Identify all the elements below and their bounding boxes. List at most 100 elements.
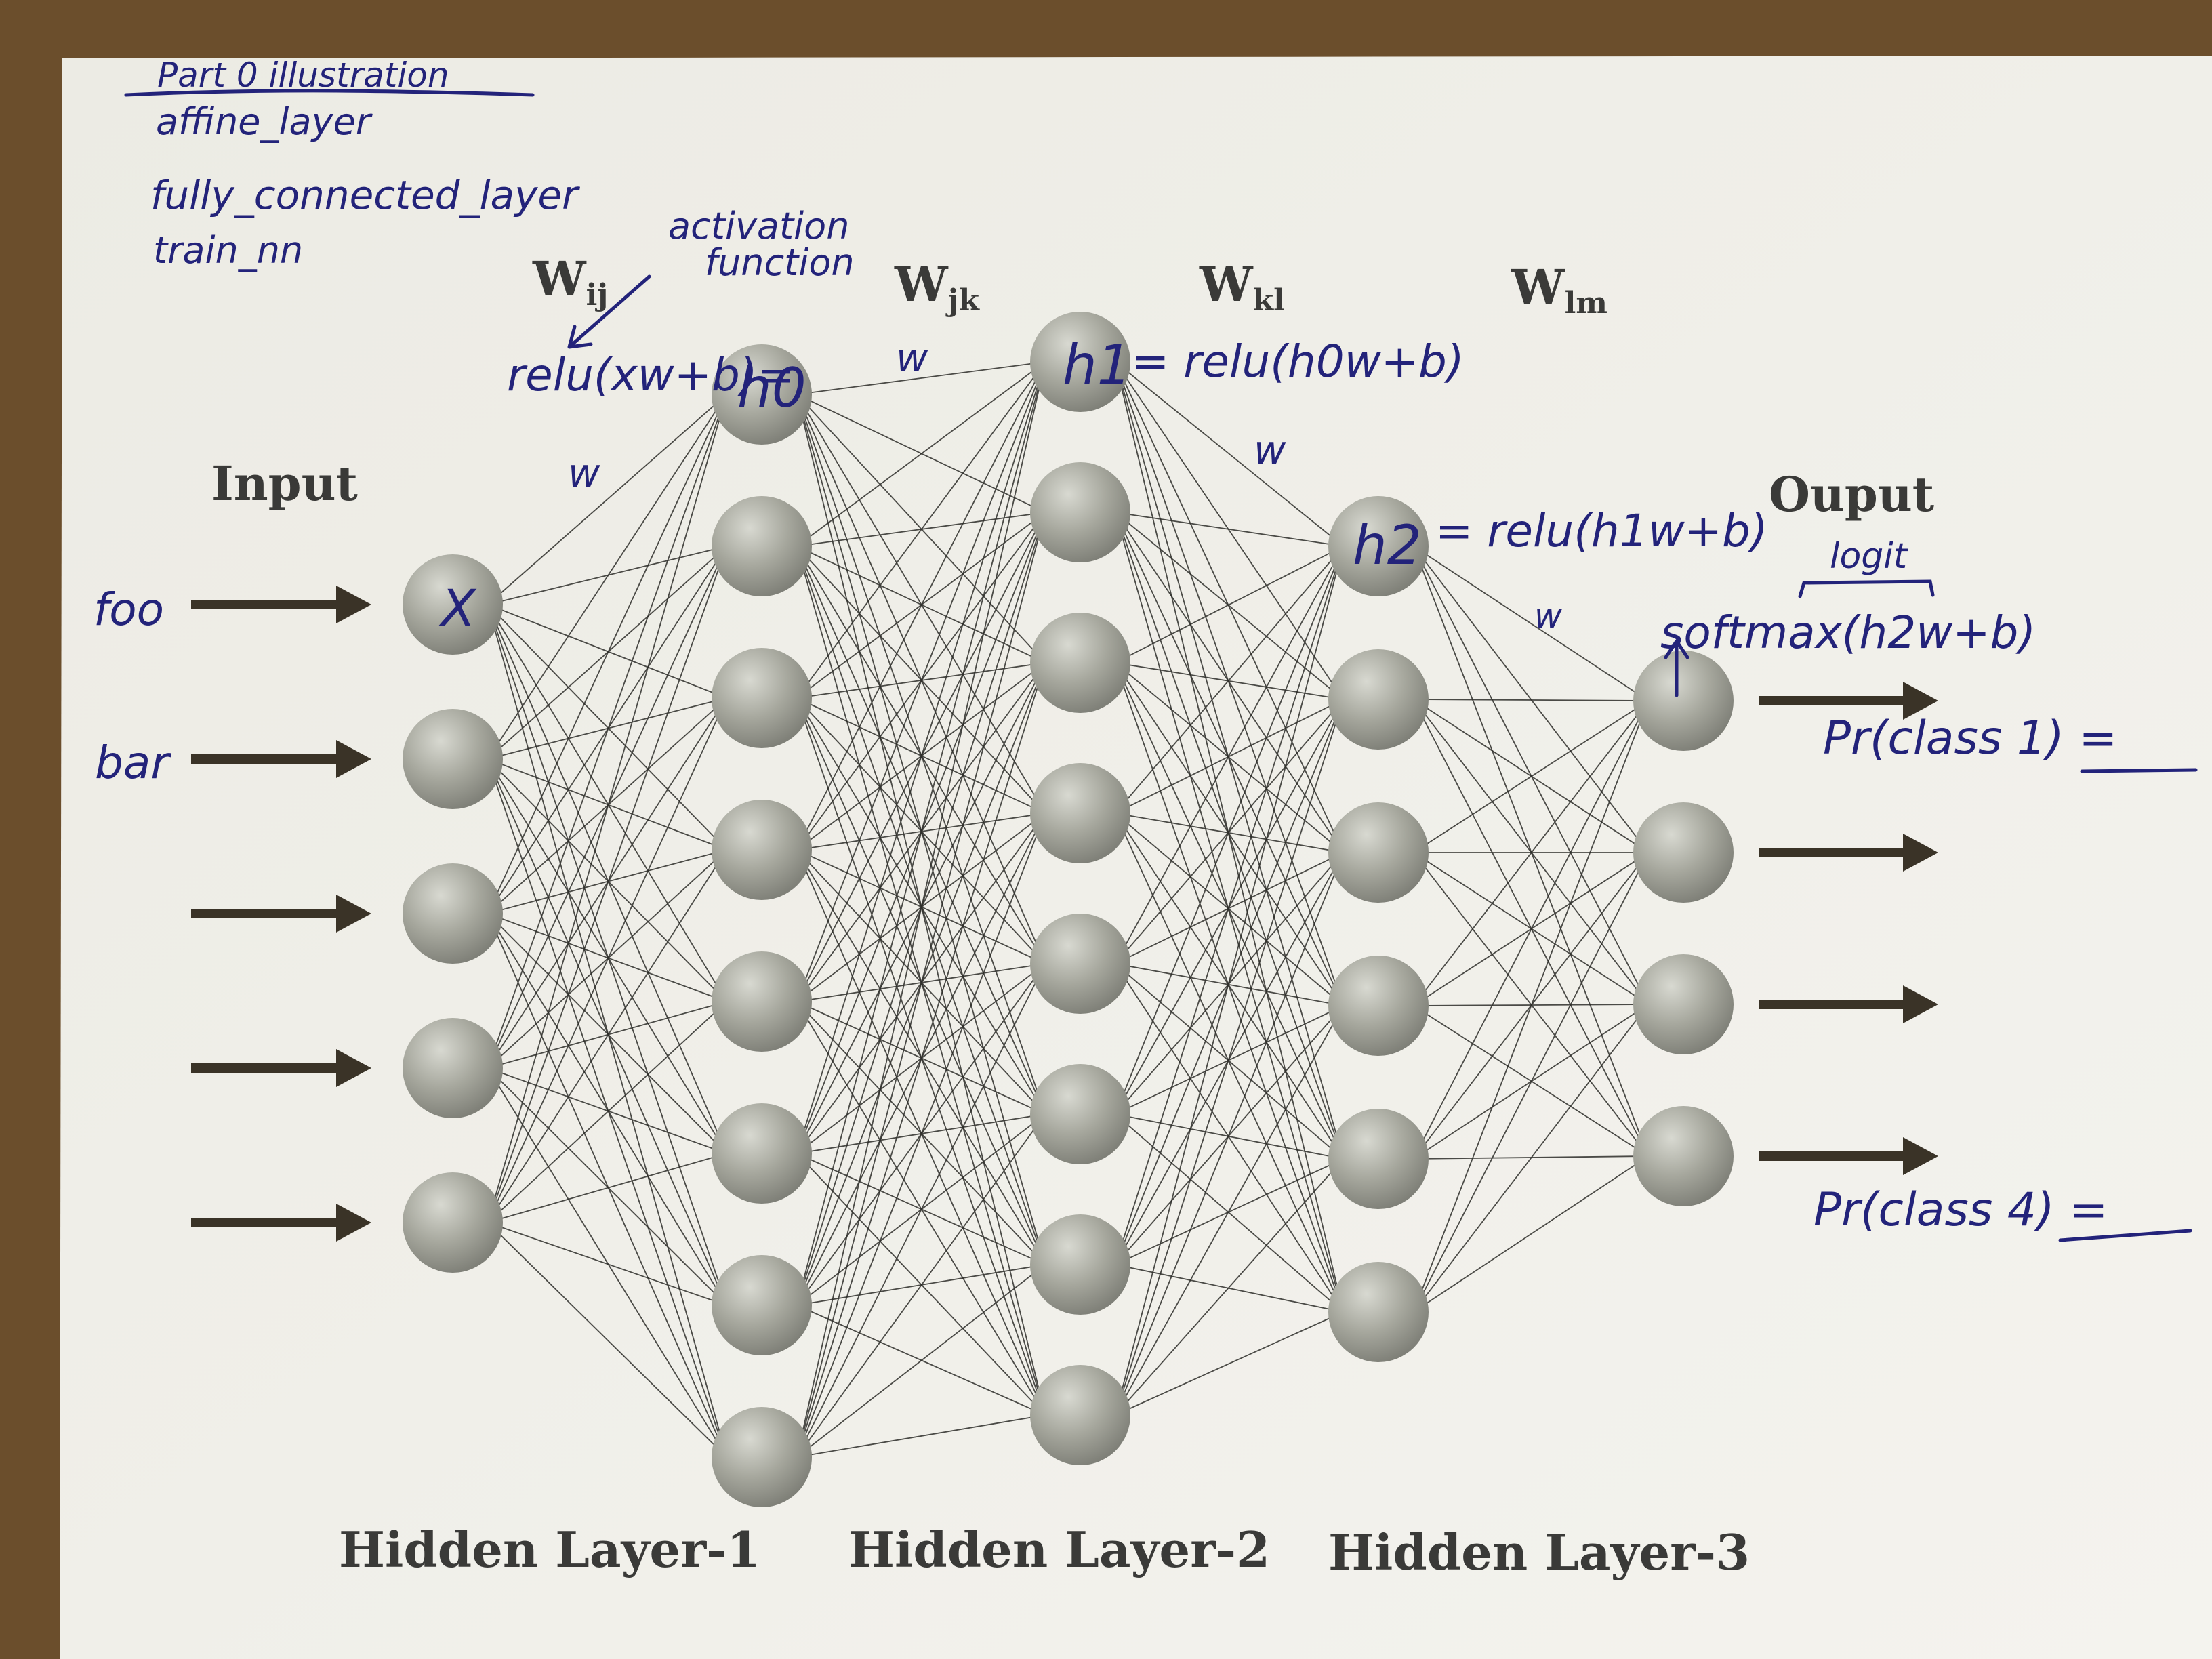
connection-line (487, 913, 727, 1002)
neuron-node-l4-2 (1633, 954, 1734, 1054)
connection-line (487, 1222, 727, 1306)
neuron-node-l1-6 (712, 1255, 812, 1355)
input-name-foo: foo (94, 583, 164, 636)
connection-line (796, 361, 1046, 547)
connection-line (487, 1067, 727, 1306)
connection-line (1115, 852, 1344, 964)
neuron-node-l3-4 (1328, 1109, 1429, 1209)
weight-label-jk: Wjk (894, 256, 981, 318)
connection-line (1115, 1311, 1344, 1416)
arrow (191, 740, 371, 778)
arrow (1759, 985, 1938, 1023)
connection-line (487, 913, 728, 1458)
connection-line (796, 512, 1046, 1458)
connection-line (487, 394, 728, 1223)
pr-class1-label: Pr(class 1) = (1823, 712, 2117, 765)
connection-line (487, 546, 728, 1223)
connection-line (1412, 700, 1650, 1313)
connection-line (1114, 361, 1345, 853)
connection-line (487, 758, 728, 1306)
pr-class1-blank (2080, 768, 2198, 773)
connection-line (1413, 700, 1649, 853)
connection-line (796, 813, 1046, 1458)
pr-class4-label: Pr(class 4) = (1814, 1183, 2108, 1237)
neuron-node-l2-6 (1030, 1214, 1130, 1315)
connection-line (1114, 361, 1345, 1006)
neuron-node-l4-1 (1633, 802, 1734, 903)
connection-line (1413, 699, 1649, 701)
connection-line (487, 394, 728, 1069)
neuron-node-l2-3 (1030, 763, 1130, 863)
weight-label-ij: Wij (532, 251, 608, 312)
neuron-node-l0-1 (403, 709, 503, 809)
neuron-node-l1-7 (712, 1407, 812, 1507)
connection-line (1114, 546, 1345, 1416)
neuron-node-l3-3 (1328, 956, 1429, 1056)
neuron-node-l1-1 (712, 496, 812, 596)
softmax-arrow (1664, 639, 1689, 697)
connection-line (1115, 963, 1344, 1006)
connection-line (487, 758, 727, 851)
connection-line (1413, 699, 1649, 1005)
connection-line (1413, 852, 1649, 1157)
connection-line (487, 604, 727, 1002)
h1-node-label: h1 (1063, 333, 1132, 396)
connection-line (487, 697, 728, 1223)
connection-line (487, 1067, 727, 1154)
neuron-node-l3-2 (1328, 802, 1429, 903)
note-fully-connected-layer: fully_connected_layer (150, 172, 580, 218)
pr-class4-blank (2058, 1229, 2192, 1242)
connection-line (796, 1113, 1046, 1458)
arrow (191, 895, 371, 933)
connection-line (487, 849, 727, 914)
connection-line (487, 546, 727, 605)
neuron-node-l4-3 (1633, 1106, 1734, 1206)
note-affine-layer: affine_layer (156, 100, 373, 143)
neuron-node-l3-1 (1328, 649, 1429, 750)
connection-line (1115, 1005, 1344, 1115)
connection-line (796, 1264, 1046, 1458)
layer-label-2: Hidden Layer-2 (848, 1521, 1270, 1578)
arrow (1759, 682, 1938, 720)
connection-line (1115, 546, 1344, 814)
neuron-node-l3-5 (1328, 1262, 1429, 1362)
connection-line (487, 1001, 727, 1223)
layer-label-3: Hidden Layer-3 (1328, 1523, 1750, 1581)
connection-line (796, 1414, 1046, 1458)
note-train-nn: train_nn (153, 229, 303, 272)
connection-line (487, 604, 728, 1154)
connection-line (1115, 512, 1344, 853)
relu-h2-formula: = relu(h1w+b) (1435, 505, 1768, 557)
connection-line (487, 697, 727, 760)
connection-line (1115, 813, 1344, 853)
relu-h1-formula: = relu(h0w+b) (1132, 335, 1465, 388)
note-function: function (705, 241, 855, 284)
neuron-node-l1-3 (712, 800, 812, 900)
connection-line (1115, 813, 1344, 1006)
connection-line (487, 394, 727, 605)
note-header-underline (124, 89, 535, 97)
neuron-node-l2-1 (1030, 462, 1130, 562)
connection-line (796, 361, 1046, 699)
neuron-node-l0-3 (403, 1018, 503, 1118)
connection-line (487, 604, 727, 699)
neuron-node-l0-2 (403, 863, 503, 964)
connection-line (1412, 852, 1650, 1313)
connection-line (796, 662, 1046, 1458)
w-mark-3: w (1254, 427, 1286, 473)
connection-line (1114, 699, 1345, 1416)
layer-label-1: Hidden Layer-1 (339, 1521, 760, 1578)
connection-line (1114, 662, 1345, 1160)
connection-line (1114, 512, 1345, 1006)
connection-line (487, 1222, 727, 1458)
weight-label-lm: Wlm (1511, 259, 1607, 321)
arrow (191, 1049, 371, 1087)
io-arrows (191, 586, 1938, 1242)
connection-lines (487, 361, 1650, 1458)
connection-line (487, 604, 728, 1306)
neuron-node-l3-0 (1328, 496, 1429, 596)
connection-line (1115, 1113, 1344, 1313)
connection-line (1114, 813, 1345, 1313)
connection-line (1115, 512, 1344, 547)
